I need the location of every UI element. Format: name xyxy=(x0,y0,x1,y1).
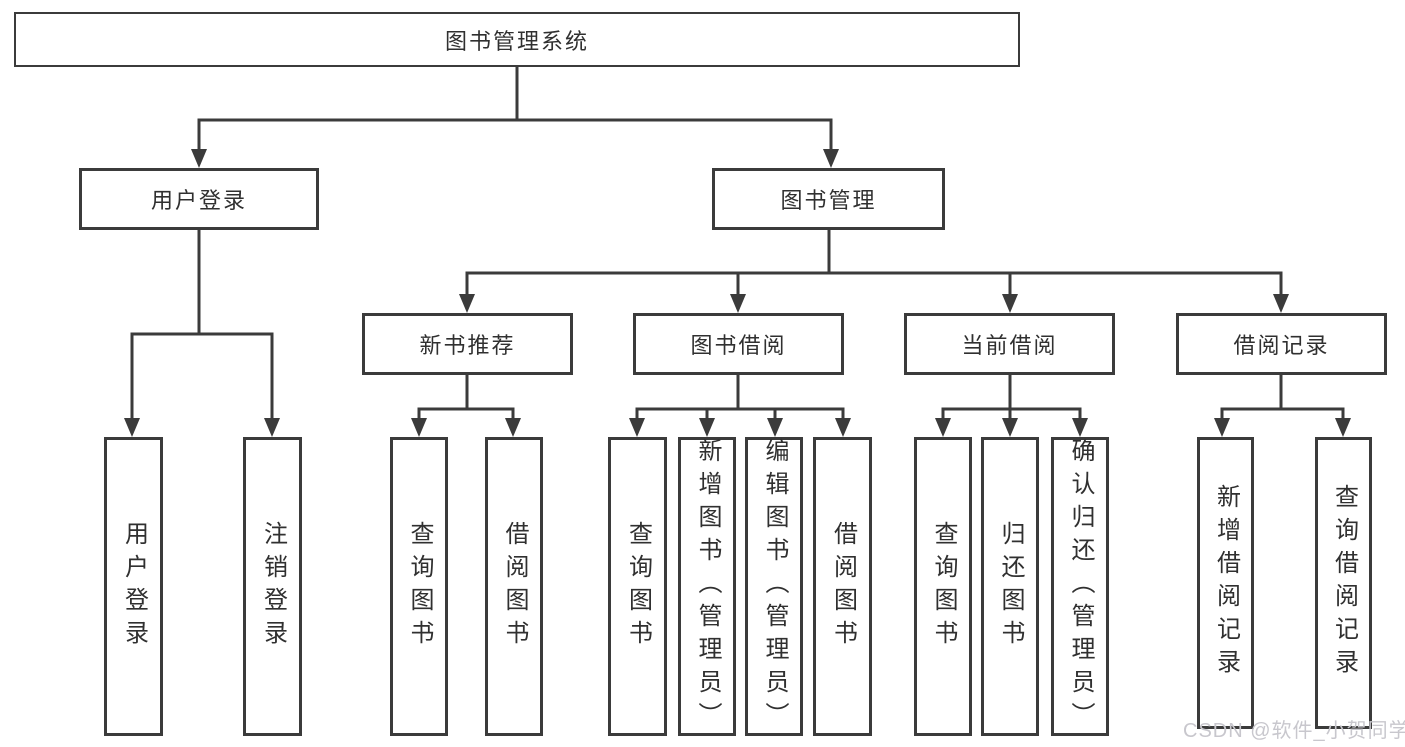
connector-new-book-children xyxy=(411,373,521,437)
node-label: 新书推荐 xyxy=(419,333,516,358)
node-book-management: 图书管理 xyxy=(712,168,945,230)
connector-borrow-records-children xyxy=(1214,373,1351,437)
connector-root-to-level2 xyxy=(191,65,839,168)
node-label: 借阅图书 xyxy=(829,520,857,653)
node-label: 新增借阅记录 xyxy=(1212,484,1240,682)
node-label: 用户登录 xyxy=(150,188,247,213)
arrow-down-icon xyxy=(1002,294,1018,313)
arrow-down-icon xyxy=(823,149,839,168)
node-label: 图书管理 xyxy=(780,188,877,213)
arrow-down-icon xyxy=(935,418,951,437)
arrow-down-icon xyxy=(1273,294,1289,313)
node-label: 新增图书（管理员） xyxy=(694,438,721,735)
leaf-borrow-books-borrow: 借阅图书 xyxy=(813,437,872,736)
node-book-borrowing: 图书借阅 xyxy=(633,313,844,375)
leaf-add-borrow-record: 新增借阅记录 xyxy=(1197,437,1254,729)
node-label: 查询借阅记录 xyxy=(1330,484,1358,682)
leaf-logout: 注销登录 xyxy=(243,437,302,736)
leaf-edit-book-admin: 编辑图书（管理员） xyxy=(745,437,803,736)
node-new-book-recommendation: 新书推荐 xyxy=(362,313,573,375)
connector-current-borrow-children xyxy=(935,373,1088,437)
node-label: 查询图书 xyxy=(930,520,957,653)
node-label: 注销登录 xyxy=(259,520,287,653)
leaf-confirm-return-admin: 确认归还（管理员） xyxy=(1051,437,1109,736)
node-label: 查询图书 xyxy=(406,520,433,653)
leaf-user-login: 用户登录 xyxy=(104,437,163,736)
arrow-down-icon xyxy=(1335,418,1351,437)
arrow-down-icon xyxy=(191,149,207,168)
node-user-login: 用户登录 xyxy=(79,168,319,230)
arrow-down-icon xyxy=(1214,418,1230,437)
csdn-watermark: CSDN @软件_小贺同学 xyxy=(1183,720,1405,742)
node-borrowing-records: 借阅记录 xyxy=(1176,313,1387,375)
leaf-query-borrow-record: 查询借阅记录 xyxy=(1315,437,1372,729)
node-library-system: 图书管理系统 xyxy=(14,12,1020,67)
leaf-return-books: 归还图书 xyxy=(981,437,1039,736)
leaf-add-book-admin: 新增图书（管理员） xyxy=(678,437,736,736)
node-label: 图书管理系统 xyxy=(444,28,589,54)
node-label: 图书借阅 xyxy=(690,333,787,358)
node-label: 用户登录 xyxy=(120,520,148,653)
arrow-down-icon xyxy=(459,294,475,313)
connector-user-login-children xyxy=(124,228,280,437)
leaf-query-books-recommend: 查询图书 xyxy=(390,437,448,736)
connector-book-management-children xyxy=(459,228,1289,313)
node-label: 借阅记录 xyxy=(1233,333,1330,358)
arrow-down-icon xyxy=(411,418,427,437)
arrow-down-icon xyxy=(699,418,715,437)
arrow-down-icon xyxy=(505,418,521,437)
connector-book-borrow-children xyxy=(629,373,851,437)
arrow-down-icon xyxy=(730,294,746,313)
arrow-down-icon xyxy=(124,418,140,437)
leaf-query-books-current: 查询图书 xyxy=(914,437,972,736)
node-label: 当前借阅 xyxy=(961,333,1058,358)
arrow-down-icon xyxy=(264,418,280,437)
leaf-borrow-books-recommend: 借阅图书 xyxy=(485,437,543,736)
node-label: 归还图书 xyxy=(997,520,1024,653)
node-current-borrowing: 当前借阅 xyxy=(904,313,1115,375)
node-label: 借阅图书 xyxy=(501,520,528,653)
arrow-down-icon xyxy=(629,418,645,437)
node-label: 确认归还（管理员） xyxy=(1067,438,1094,735)
arrow-down-icon xyxy=(1002,418,1018,437)
leaf-query-books-borrow: 查询图书 xyxy=(608,437,667,736)
node-label: 查询图书 xyxy=(624,520,652,653)
arrow-down-icon xyxy=(767,418,783,437)
arrow-down-icon xyxy=(1072,418,1088,437)
node-label: 编辑图书（管理员） xyxy=(761,438,788,735)
arrow-down-icon xyxy=(835,418,851,437)
